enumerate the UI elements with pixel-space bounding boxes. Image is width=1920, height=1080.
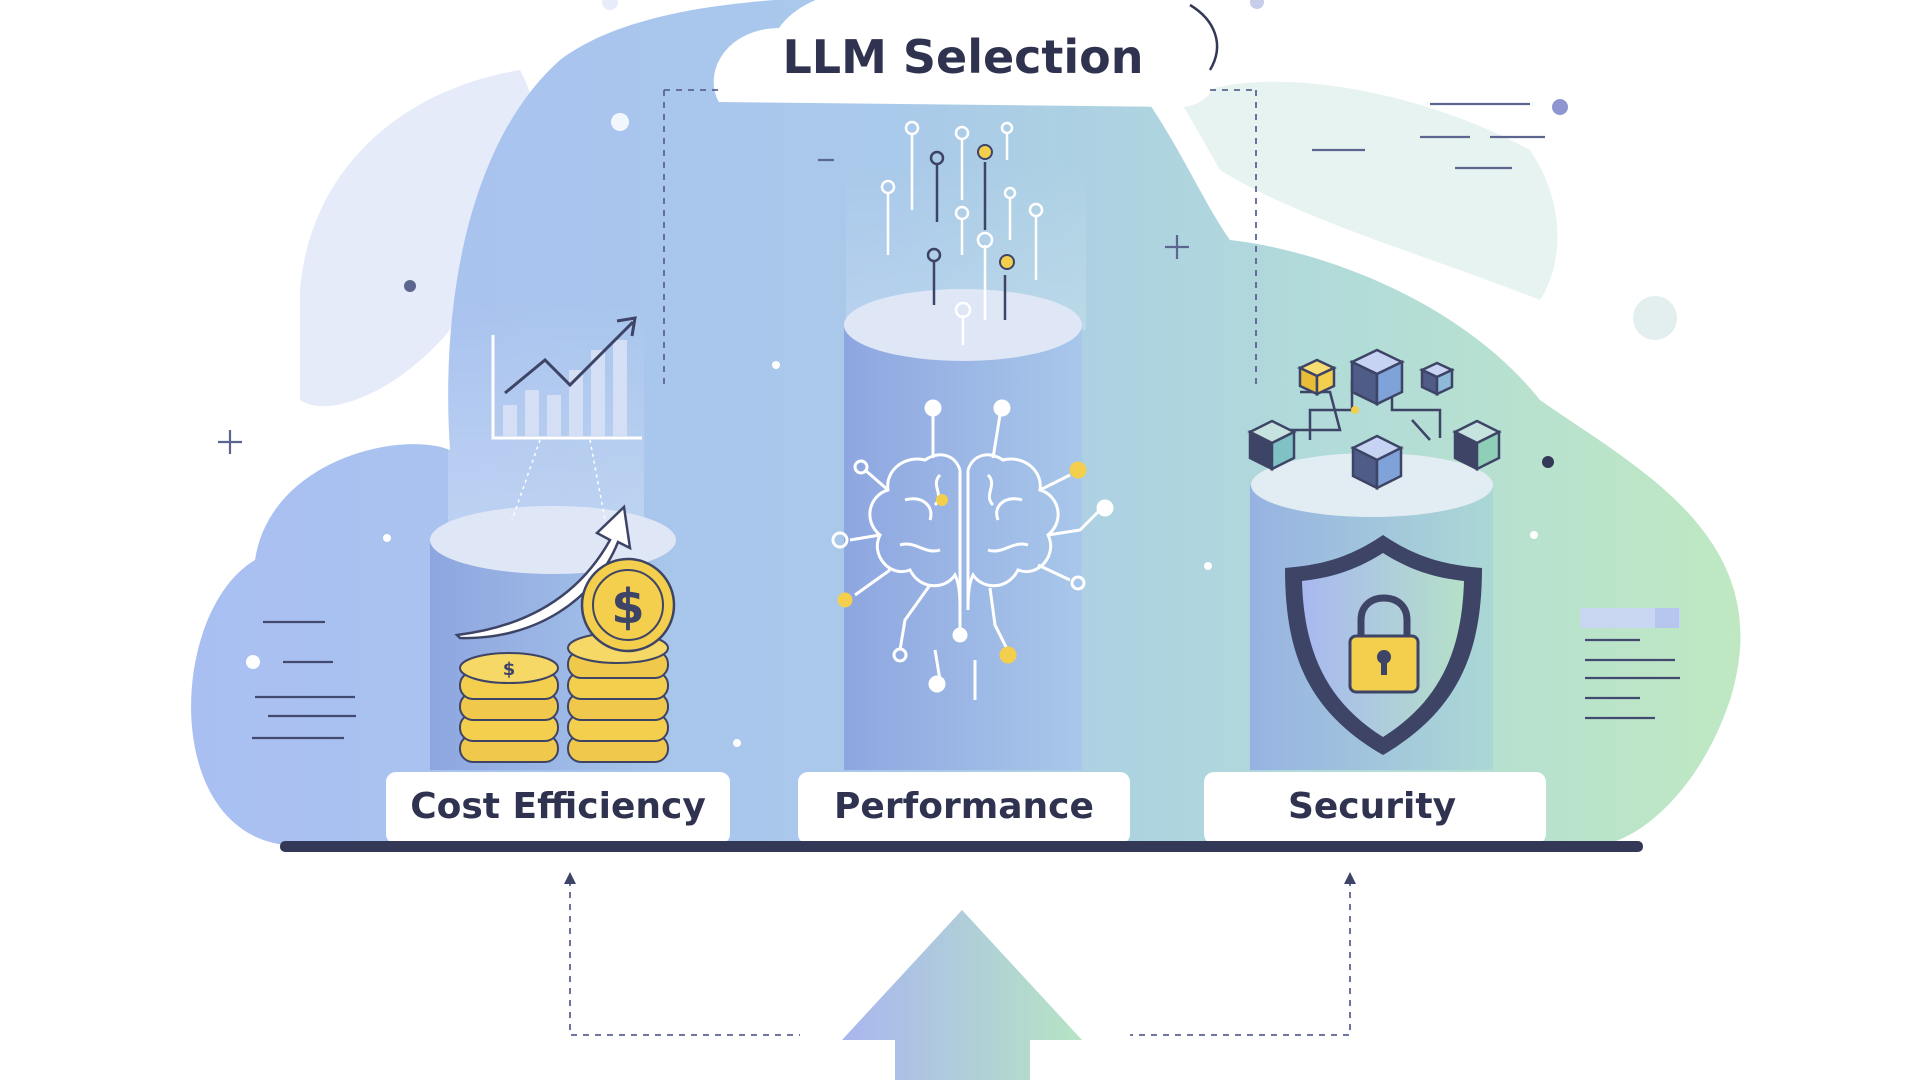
decor-lines-right-top xyxy=(1312,102,1545,170)
decor-lines-left xyxy=(246,620,356,740)
data-streams-icon xyxy=(880,120,1044,345)
arrowhead-left xyxy=(564,872,576,884)
decor-dots xyxy=(383,0,1677,747)
decor-lines-right xyxy=(1580,608,1680,720)
base-platform-line xyxy=(280,841,1643,852)
brain-circuit-icon xyxy=(831,399,1114,700)
shield-lock-icon xyxy=(1285,535,1482,755)
cube-network-icon xyxy=(1247,348,1502,491)
svg-text:$: $ xyxy=(503,659,516,680)
dollar-coin-icon: $ xyxy=(580,557,676,653)
diagram-title: LLM Selection xyxy=(782,30,1143,84)
plus-icon xyxy=(218,158,1189,454)
svg-text:$: $ xyxy=(611,579,644,635)
bar-chart-icon xyxy=(491,316,642,440)
title-cloud-curl xyxy=(1189,3,1219,71)
pillar-security: Security xyxy=(1204,348,1546,844)
pillar-label-performance: Performance xyxy=(834,786,1094,827)
arrowhead-right xyxy=(1344,872,1356,884)
pillar-label-security: Security xyxy=(1288,786,1456,827)
up-arrow-icon xyxy=(842,910,1082,1080)
pillar-cost-efficiency: $ $ Cost Efficiency xyxy=(386,300,730,844)
data-streams-icon xyxy=(926,150,1007,320)
dashed-connectors-top xyxy=(663,89,1257,390)
dashed-connectors-bottom xyxy=(569,880,1351,1036)
pillar-label-cost: Cost Efficiency xyxy=(410,786,706,827)
background-blob-left xyxy=(300,70,536,407)
pillar-performance: Performance xyxy=(798,120,1130,844)
